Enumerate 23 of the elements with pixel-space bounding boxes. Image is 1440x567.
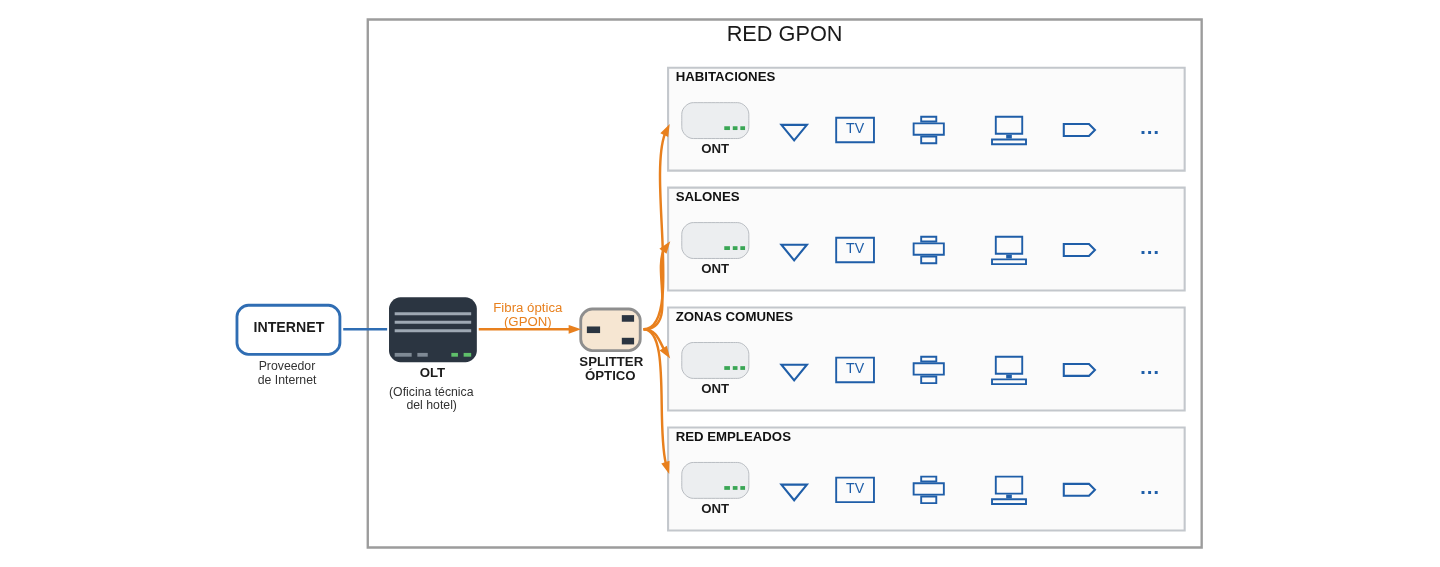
connector (342, 328, 387, 331)
arrow (478, 324, 581, 334)
arrow (642, 123, 670, 331)
arrow (642, 328, 670, 359)
node-box: TV (834, 476, 875, 504)
node-box: TV (834, 116, 875, 144)
node-label: Proveedor de Internet (257, 359, 316, 387)
node-label: (Oficina técnica del hotel) (388, 384, 474, 413)
node-box (388, 297, 477, 363)
edge-label: Fibra óptica (GPON) (492, 299, 562, 329)
node-label: ONT (700, 380, 729, 396)
label: … (1138, 115, 1160, 139)
label: … (1138, 355, 1160, 379)
arrow (642, 328, 670, 474)
node-label: ONT (700, 500, 729, 516)
node-label: ONT (700, 140, 729, 156)
node-label: SPLITTER ÓPTICO (578, 354, 643, 383)
node-label: OLT (419, 364, 445, 380)
label: … (1138, 235, 1160, 259)
node-label: ONT (700, 260, 729, 276)
label: … (1138, 475, 1160, 499)
node-box: TV (834, 236, 875, 264)
node-box: TV (834, 356, 875, 384)
